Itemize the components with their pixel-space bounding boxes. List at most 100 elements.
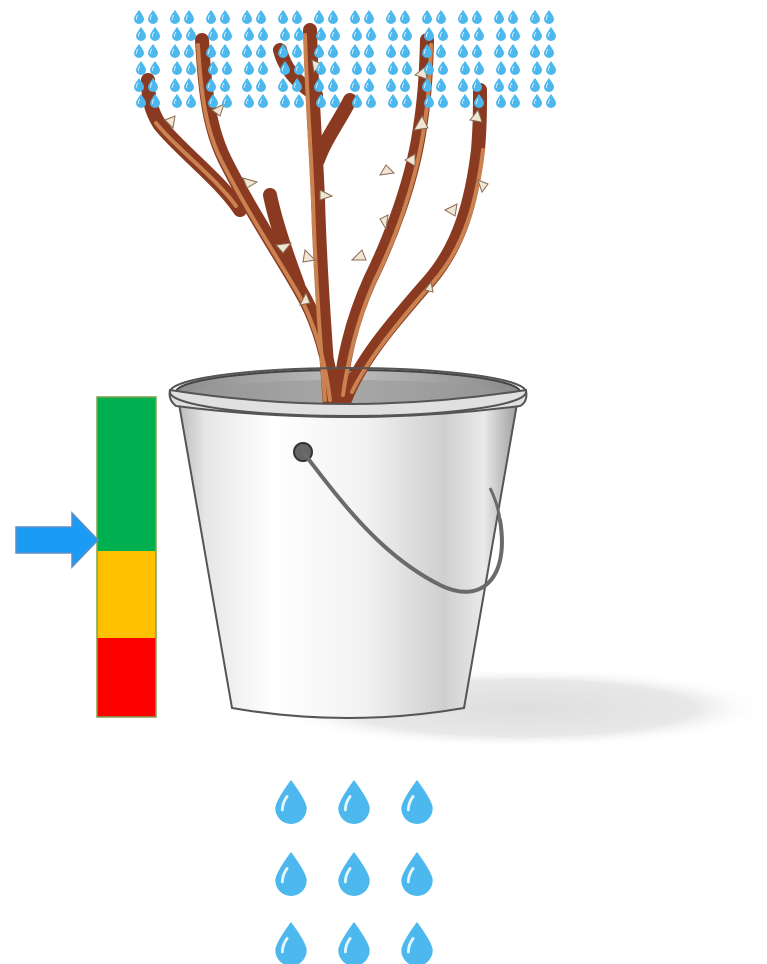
water-drop-icon <box>402 94 412 108</box>
water-drop-icon <box>436 44 446 58</box>
water-drop-icon <box>496 27 506 41</box>
water-drop-icon <box>242 44 252 58</box>
water-drop-icon <box>400 78 410 92</box>
water-drop-icon <box>330 27 340 41</box>
water-drop-icon <box>544 78 554 92</box>
water-drop-icon <box>328 10 338 24</box>
water-drop-icon <box>460 27 470 41</box>
water-drop-icon <box>350 10 360 24</box>
water-drop-icon <box>510 61 520 75</box>
water-drop-icon <box>424 27 434 41</box>
bucket-front <box>170 368 527 718</box>
water-drop-icon <box>278 10 288 24</box>
water-drop-icon <box>458 78 468 92</box>
water-drop-icon <box>532 61 542 75</box>
water-drop-icon <box>275 780 306 824</box>
water-drop-icon <box>508 10 518 24</box>
water-drop-icon <box>134 44 144 58</box>
water-drop-icon <box>172 61 182 75</box>
water-drop-icon <box>222 61 232 75</box>
water-drop-icon <box>280 27 290 41</box>
water-drop-icon <box>366 27 376 41</box>
water-drop-icon <box>170 44 180 58</box>
water-drop-icon <box>438 94 448 108</box>
water-drop-icon <box>170 10 180 24</box>
water-drop-icon <box>400 44 410 58</box>
water-drop-icon <box>544 10 554 24</box>
arrow-right-icon <box>16 513 98 567</box>
water-drop-icon <box>294 61 304 75</box>
water-drop-icon <box>350 78 360 92</box>
water-drop-icon <box>330 61 340 75</box>
water-drop-icon <box>280 94 290 108</box>
water-drop-icon <box>496 61 506 75</box>
water-drop-icon <box>474 27 484 41</box>
water-drop-icon <box>184 78 194 92</box>
water-drop-icon <box>184 44 194 58</box>
water-drop-icon <box>530 78 540 92</box>
water-drop-icon <box>458 44 468 58</box>
water-drop-icon <box>460 94 470 108</box>
water-drop-icon <box>186 61 196 75</box>
water-drop-icon <box>530 10 540 24</box>
water-drop-icon <box>338 852 369 896</box>
water-drop-icon <box>546 61 556 75</box>
water-drop-icon <box>294 27 304 41</box>
water-drop-icon <box>436 78 446 92</box>
water-drop-icon <box>256 10 266 24</box>
water-drop-icon <box>222 27 232 41</box>
water-drop-icon <box>148 10 158 24</box>
water-drop-icon <box>436 10 446 24</box>
water-drop-icon <box>532 94 542 108</box>
water-drop-icon <box>401 852 432 896</box>
water-drop-icon <box>316 27 326 41</box>
water-drop-icon <box>242 78 252 92</box>
drainage-drops <box>275 780 432 964</box>
water-drop-icon <box>366 94 376 108</box>
water-drop-icon <box>388 61 398 75</box>
water-drop-icon <box>388 27 398 41</box>
water-drop-icon <box>508 78 518 92</box>
water-drop-icon <box>292 44 302 58</box>
water-drop-icon <box>350 44 360 58</box>
water-drop-icon <box>292 10 302 24</box>
water-drop-icon <box>136 61 146 75</box>
water-drop-icon <box>148 44 158 58</box>
water-drop-icon <box>220 10 230 24</box>
water-drop-icon <box>172 27 182 41</box>
water-drop-icon <box>206 10 216 24</box>
water-drop-icon <box>510 27 520 41</box>
water-drop-icon <box>494 78 504 92</box>
water-drop-icon <box>472 10 482 24</box>
water-drop-icon <box>136 27 146 41</box>
water-drop-icon <box>186 27 196 41</box>
water-drop-icon <box>258 27 268 41</box>
water-drop-icon <box>422 10 432 24</box>
water-drop-icon <box>275 852 306 896</box>
water-drop-icon <box>258 94 268 108</box>
water-drop-icon <box>208 27 218 41</box>
water-drop-icon <box>170 78 180 92</box>
moisture-meter <box>97 397 156 717</box>
water-drop-icon <box>364 10 374 24</box>
water-drop-icon <box>275 922 306 964</box>
water-drop-icon <box>460 61 470 75</box>
meter-segment-high <box>97 397 156 551</box>
water-drop-icon <box>474 61 484 75</box>
water-drop-icon <box>330 94 340 108</box>
water-drop-icon <box>400 10 410 24</box>
water-drop-icon <box>386 78 396 92</box>
water-drop-icon <box>352 27 362 41</box>
meter-segment-medium <box>97 551 156 638</box>
water-drop-icon <box>472 44 482 58</box>
water-drop-icon <box>150 27 160 41</box>
water-drop-icon <box>184 10 194 24</box>
water-drop-icon <box>402 61 412 75</box>
water-drop-icon <box>530 44 540 58</box>
water-drop-icon <box>496 94 506 108</box>
water-drop-icon <box>186 94 196 108</box>
water-drop-icon <box>220 44 230 58</box>
water-drop-icon <box>328 44 338 58</box>
water-drop-icon <box>388 94 398 108</box>
